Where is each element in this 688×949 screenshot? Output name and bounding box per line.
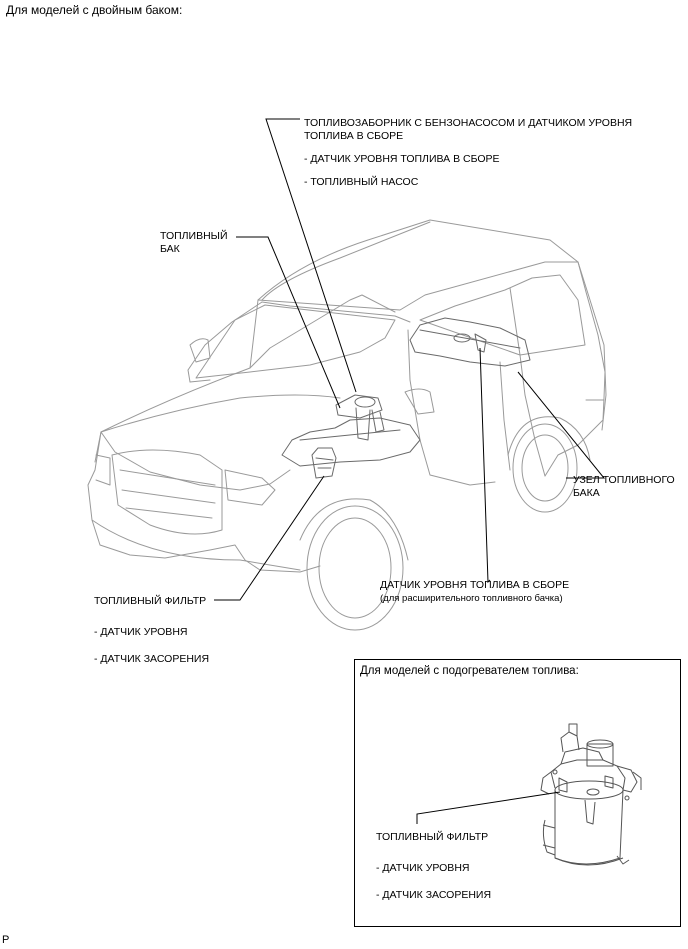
- label-tank-assembly-line1: УЗЕЛ ТОПЛИВНОГО: [573, 474, 675, 486]
- inset-label-filter-sub1: - ДАТЧИК УРОВНЯ: [376, 862, 470, 874]
- fuel-filter-heater-illustration: [416, 723, 642, 866]
- label-fuel-filter: ТОПЛИВНЫЙ ФИЛЬТР: [94, 595, 207, 607]
- label-sender-line1: ДАТЧИК УРОВНЯ ТОПЛИВА В СБОРЕ: [380, 579, 570, 591]
- leader-fuel-filter: [214, 475, 325, 601]
- label-filter-sub1: - ДАТЧИК УРОВНЯ: [94, 626, 188, 638]
- inset-heater-models: Для моделей с подогревателем топлива:: [354, 659, 681, 927]
- label-pump-sub2: - ТОПЛИВНЫЙ НАСОС: [304, 176, 419, 188]
- label-sender-line2: (для расширительного топливного бачка): [380, 593, 563, 604]
- page-title: Для моделей с двойным баком:: [6, 3, 183, 17]
- label-pump-assembly-line1: ТОПЛИВОЗАБОРНИК С БЕНЗОНАСОСОМ И ДАТЧИКО…: [304, 117, 633, 129]
- vehicle-outline: [87, 219, 607, 631]
- inset-title: Для моделей с подогревателем топлива:: [360, 665, 579, 677]
- leader-pump-assembly: [265, 118, 357, 393]
- inset-label-filter-sub2: - ДАТЧИК ЗАСОРЕНИЯ: [376, 889, 492, 901]
- label-pump-sub1: - ДАТЧИК УРОВНЯ ТОПЛИВА В СБОРЕ: [304, 153, 500, 165]
- footer-code: P: [2, 934, 10, 946]
- inset-leader-fuel-filter: [416, 791, 561, 824]
- label-fuel-tank-line2: БАК: [160, 243, 180, 255]
- label-fuel-tank-line1: ТОПЛИВНЫЙ: [160, 230, 228, 242]
- label-filter-sub2: - ДАТЧИК ЗАСОРЕНИЯ: [94, 653, 210, 665]
- leader-fuel-tank: [236, 236, 341, 409]
- inset-label-fuel-filter: ТОПЛИВНЫЙ ФИЛЬТР: [376, 831, 489, 843]
- leader-tank-assembly: [517, 371, 606, 479]
- fuel-tank-components: [281, 317, 531, 479]
- leader-sender: [479, 347, 491, 584]
- label-pump-assembly-line2: ТОПЛИВА В СБОРЕ: [304, 130, 404, 142]
- label-tank-assembly-line2: БАКА: [573, 487, 600, 499]
